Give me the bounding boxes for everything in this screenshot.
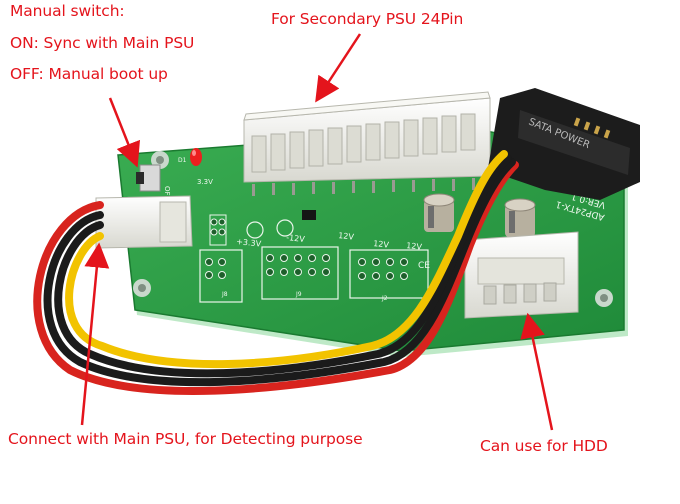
capacitor: [423, 193, 455, 232]
atx-24pin-connector: [243, 91, 491, 196]
silk-j9: J9: [295, 291, 302, 298]
mounting-hole: [595, 289, 613, 307]
wire-harness: [33, 150, 519, 395]
arrow-main-psu: [80, 242, 110, 426]
silk-v33: +3.3V: [236, 237, 262, 249]
manual-switch[interactable]: [136, 164, 161, 192]
silk-ce-mark: CE: [418, 261, 430, 271]
manual-switch-off-description: OFF: Manual boot up: [10, 65, 168, 83]
arrow-manual-switch: [108, 97, 141, 168]
silk-off: OFF: [163, 186, 171, 200]
arrow-hdd: [520, 312, 554, 431]
manual-switch-title: Manual switch:: [10, 2, 125, 20]
silk-d1: D1: [178, 157, 187, 164]
sata-power-connector: SATA POWER: [488, 88, 640, 200]
silk-j2: J2: [381, 295, 388, 302]
silk-j8: J8: [221, 291, 228, 298]
silk-led-voltage: 3.3V: [197, 178, 213, 186]
mounting-hole: [133, 279, 151, 297]
main-psu-cable-connector: [95, 195, 193, 249]
hdd-label: Can use for HDD: [480, 437, 608, 455]
molex-hdd-connector: [464, 231, 579, 319]
led: [190, 148, 202, 166]
arrow-secondary-psu: [315, 33, 362, 103]
silk-12v-b: 12V: [373, 239, 390, 250]
silk-12v-a: 12V: [338, 231, 355, 242]
manual-switch-on-description: ON: Sync with Main PSU: [10, 34, 195, 52]
capacitor: [504, 198, 536, 237]
silk-12v-c: 12V: [406, 241, 423, 252]
silk-m12: -12V: [286, 233, 306, 244]
main-psu-label: Connect with Main PSU, for Detecting pur…: [8, 430, 363, 448]
secondary-psu-label: For Secondary PSU 24Pin: [271, 10, 464, 28]
